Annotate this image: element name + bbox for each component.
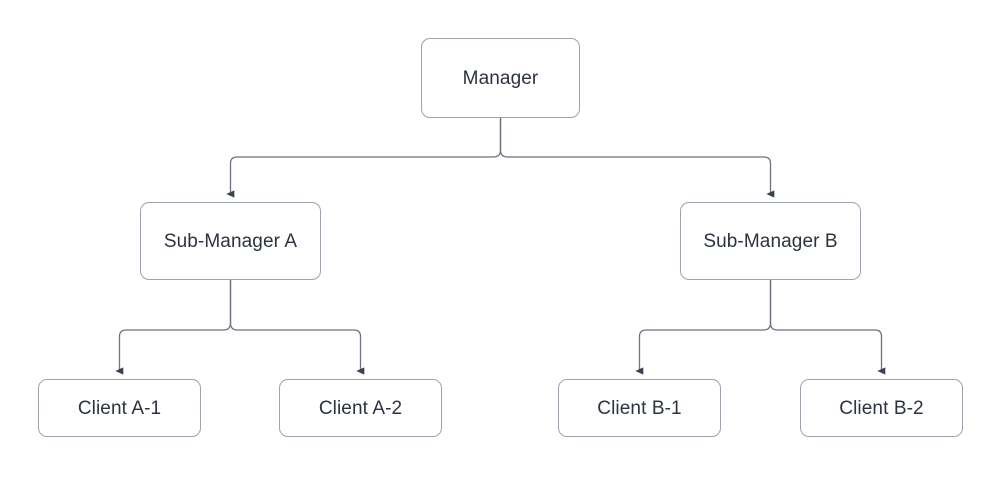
node-sub-manager-a[interactable]: Sub-Manager A: [140, 202, 321, 280]
node-client-a1-label: Client A-1: [77, 397, 162, 419]
node-manager[interactable]: Manager: [421, 38, 580, 118]
node-client-a1[interactable]: Client A-1: [38, 379, 201, 437]
edge-manager-sub-a: [226, 118, 502, 198]
node-sub-manager-b[interactable]: Sub-Manager B: [680, 202, 861, 280]
node-sub-manager-b-label: Sub-Manager B: [703, 230, 838, 252]
edge-manager-sub-b: [499, 118, 775, 198]
node-client-b2[interactable]: Client B-2: [800, 379, 963, 437]
edge-sub-a-client-a2: [229, 280, 365, 375]
node-client-b1-label: Client B-1: [597, 397, 682, 419]
node-client-b1[interactable]: Client B-1: [558, 379, 721, 437]
node-client-a2-label: Client A-2: [318, 397, 403, 419]
edge-sub-a-client-a1: [115, 280, 232, 375]
edge-sub-b-client-b1: [635, 280, 772, 375]
node-client-b2-label: Client B-2: [839, 397, 924, 419]
node-sub-manager-a-label: Sub-Manager A: [163, 230, 298, 252]
node-client-a2[interactable]: Client A-2: [279, 379, 442, 437]
node-manager-label: Manager: [462, 67, 539, 89]
edge-sub-b-client-b2: [769, 280, 886, 375]
